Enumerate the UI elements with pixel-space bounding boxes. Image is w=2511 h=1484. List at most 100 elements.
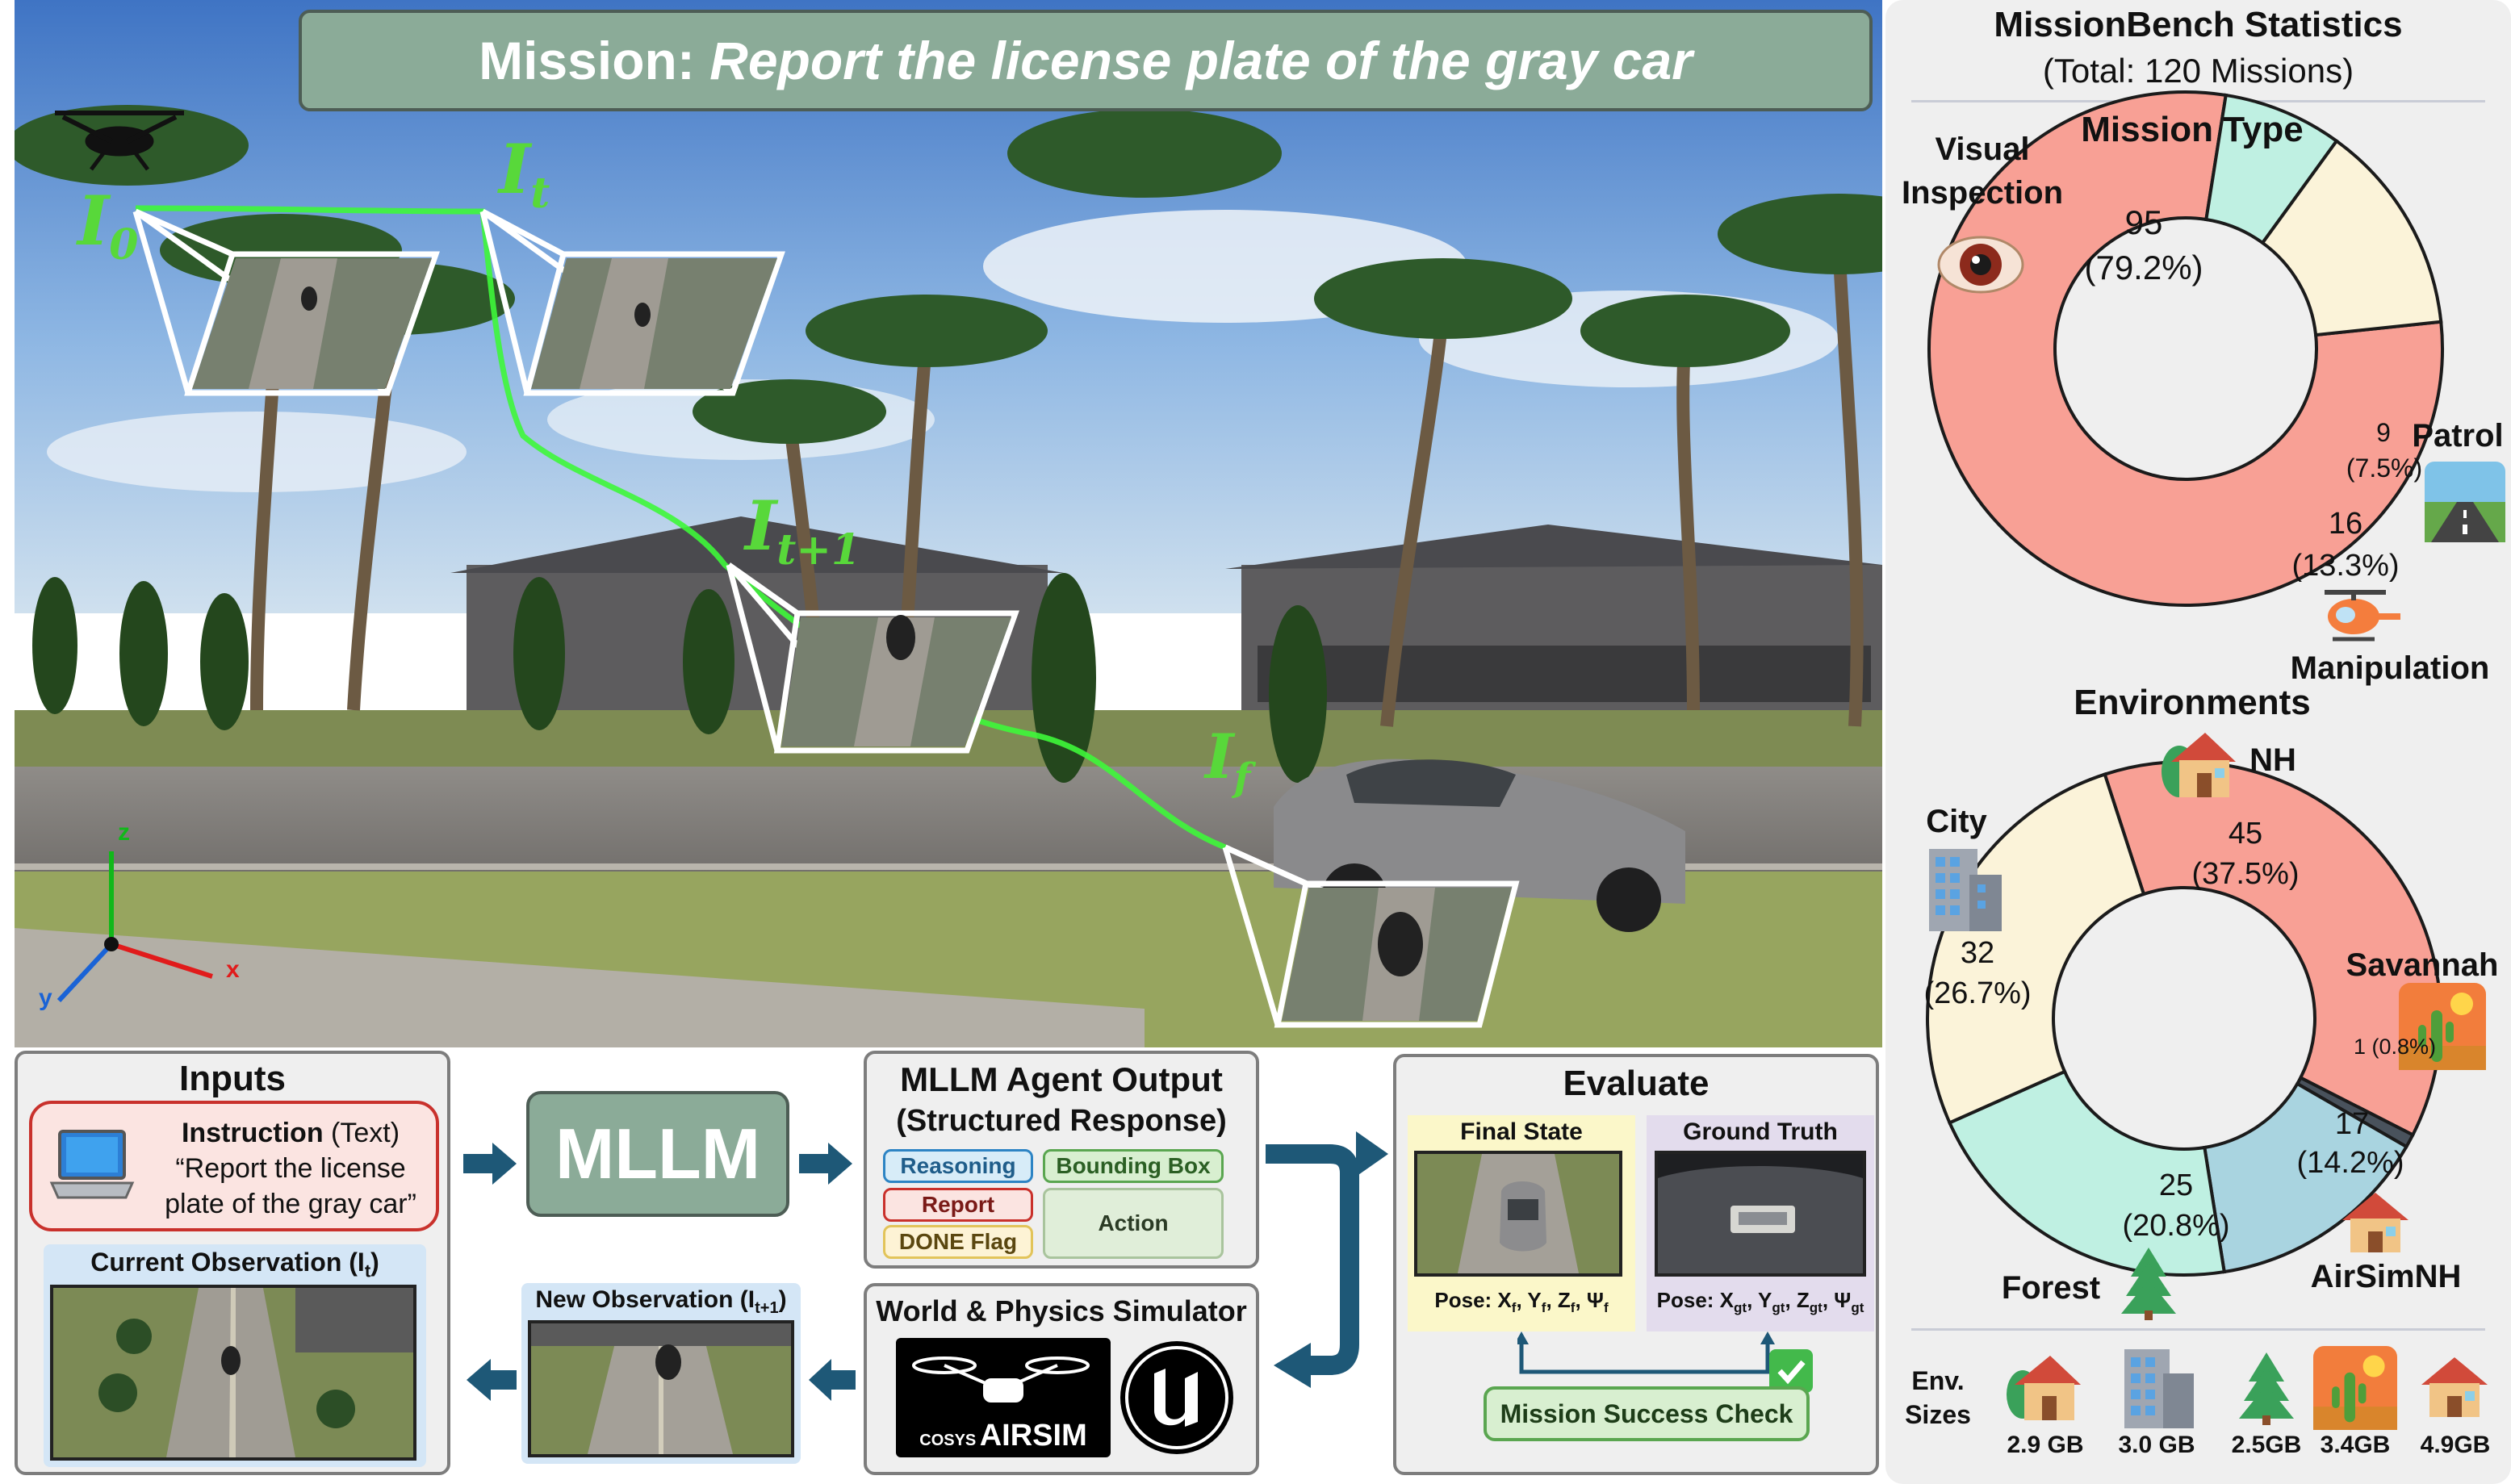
visual-inspection-value: 95 [2124, 203, 2163, 241]
patrol-value: 9 [2376, 418, 2391, 447]
airsim-drone-icon [912, 1357, 1090, 1402]
mllm-label: MLLM [555, 1114, 761, 1193]
env-icon-savannah [2313, 1346, 2397, 1434]
env-size-airsimnh: 4.9GB [2420, 1432, 2491, 1458]
new-observation-image [528, 1320, 794, 1457]
env-size-city: 3.0 GB [2118, 1432, 2195, 1458]
label-forest: Forest [2001, 1270, 2101, 1306]
city-value: 32 [1960, 936, 1995, 970]
nh-percent: (37.5%) [2191, 857, 2300, 891]
env-icon-airsimnh [2418, 1352, 2491, 1424]
city-percent: (26.7%) [1923, 976, 2032, 1010]
tree-icon-forest [2116, 1244, 2181, 1326]
env-size-savannah: 3.4GB [2320, 1432, 2391, 1458]
instruction-box: Instruction (Text) “Report the license p… [29, 1101, 439, 1231]
arrow-new-observation-to-inputs [463, 1356, 517, 1408]
tag-report: Report [883, 1188, 1033, 1222]
tag-bounding-box: Bounding Box [1043, 1149, 1224, 1183]
manipulation-percent: (13.3%) [2291, 549, 2400, 583]
road-icon [2425, 462, 2505, 546]
pose-ground-truth: Pose: X [1656, 1288, 1735, 1312]
tag-reasoning: Reasoning [883, 1149, 1033, 1183]
airsimnh-value: 17 [2334, 1107, 2370, 1141]
label-city: City [1926, 804, 1987, 839]
current-observation-image [50, 1285, 416, 1461]
tag-action: Action [1043, 1188, 1224, 1259]
evaluate-title: Evaluate [1563, 1064, 1710, 1103]
axis-label-x: x [226, 956, 240, 983]
mission-text: Report the license plate of the gray car [709, 31, 1693, 90]
mission-type-chart [1926, 90, 2444, 1277]
visual-inspection-percent: (79.2%) [2084, 249, 2203, 286]
axis-label-y: y [39, 984, 52, 1011]
stats-total: (Total: 120 Missions) [2042, 52, 2354, 90]
nh-value: 45 [2228, 817, 2263, 851]
agent-output-subtitle: (Structured Response) [896, 1104, 1227, 1138]
helicopter-icon [2318, 579, 2402, 648]
axis-label-z: z [118, 819, 130, 846]
evaluate-panel: Evaluate Final State Pose: Xf, Yf, Zf, Ψ… [1393, 1054, 1879, 1475]
checkmark-icon [1769, 1349, 1813, 1393]
airsim-text: AIRSIM [979, 1419, 1087, 1453]
final-state-label: Final State [1460, 1118, 1583, 1145]
pose-final: Pose: X [1434, 1288, 1512, 1312]
arrow-mllm-to-output [799, 1139, 856, 1192]
env-size-forest: 2.5GB [2231, 1432, 2302, 1458]
success-connector [1514, 1331, 1776, 1384]
stats-panel: MissionBench Statistics (Total: 120 Miss… [1885, 0, 2511, 1484]
patrol-percent: (7.5%) [2346, 454, 2423, 483]
building-icon-city [1918, 844, 2007, 937]
environments-slice-forest [1947, 1069, 2227, 1277]
env-sizes-label: Env. Sizes [1905, 1366, 1971, 1429]
mission-prefix: Mission: [479, 31, 710, 90]
laptop-icon [48, 1125, 136, 1210]
env-size-nh: 2.9 GB [2007, 1432, 2084, 1458]
mission-success-check: Mission Success Check [1484, 1386, 1810, 1441]
ground-truth-image [1655, 1151, 1866, 1277]
agent-output-title: MLLM Agent Output [900, 1060, 1223, 1098]
agent-output-panel: MLLM Agent Output (Structured Response) … [864, 1051, 1259, 1269]
environments-slice-nh [2103, 760, 2442, 1138]
environments-slice-airsimnh [2203, 1081, 2409, 1274]
arrow-output-to-evaluate [1266, 1127, 1395, 1421]
label-savannah: Savannah [2346, 947, 2499, 983]
mission-type-title: Mission Type [2081, 110, 2304, 149]
inputs-panel: Inputs Instruction (Text) “Report the li… [15, 1051, 450, 1475]
instruction-type: (Text) [323, 1118, 400, 1148]
label-airsimnh: AirSimNH [2310, 1259, 2462, 1294]
instruction-quote-line2: plate of the gray car” [165, 1189, 416, 1219]
new-observation-label: New Observation (I [535, 1286, 755, 1313]
current-observation-label: Current Observation (I [90, 1248, 365, 1277]
simulator-title: World & Physics Simulator [876, 1294, 1247, 1327]
drone-icon [55, 111, 184, 171]
waypoint-label-if: If [1205, 721, 1251, 801]
scene-image: Mission: Report the license plate of the… [15, 0, 1882, 1047]
forest-value: 25 [2158, 1168, 2194, 1202]
arrow-simulator-to-new-observation [807, 1356, 856, 1408]
stats-title: MissionBench Statistics [1994, 5, 2403, 44]
waypoint-label-it1: It+1 [745, 486, 861, 575]
instruction-quote-line1: “Report the license [175, 1153, 406, 1184]
waypoint-label-i0: I0 [77, 181, 139, 270]
label-manipulation: Manipulation [2290, 650, 2490, 686]
house-icon-nh [2160, 723, 2241, 808]
mission-banner: Mission: Report the license plate of the… [299, 10, 1873, 111]
tag-done-flag: DONE Flag [883, 1225, 1033, 1259]
arrow-inputs-to-mllm [463, 1139, 520, 1192]
desert-icon-savannah [2399, 983, 2486, 1074]
env-icon-forest [2234, 1349, 2299, 1431]
instruction-label: Instruction [181, 1118, 324, 1148]
simulator-panel: World & Physics Simulator COSYS AIRSIM [864, 1283, 1259, 1475]
manipulation-value: 16 [2328, 507, 2363, 541]
unreal-logo [1117, 1338, 1237, 1457]
savannah-value: 1 (0.8%) [2353, 1035, 2437, 1059]
house-icon-airsimnh [2339, 1188, 2412, 1260]
ground-truth-label: Ground Truth [1683, 1118, 1838, 1145]
mission-type-slice-manipulation [2260, 138, 2443, 337]
ground-truth-box: Ground Truth Pose: Xgt, Ygt, Zgt, Ψgt [1647, 1115, 1874, 1331]
waypoint-label-it: It [499, 129, 550, 218]
final-state-box: Final State Pose: Xf, Yf, Zf, Ψf [1408, 1115, 1635, 1331]
label-visual-inspection: Visual Inspection [1901, 132, 2064, 211]
inputs-title: Inputs [179, 1059, 286, 1098]
mllm-block: MLLM [526, 1091, 789, 1217]
